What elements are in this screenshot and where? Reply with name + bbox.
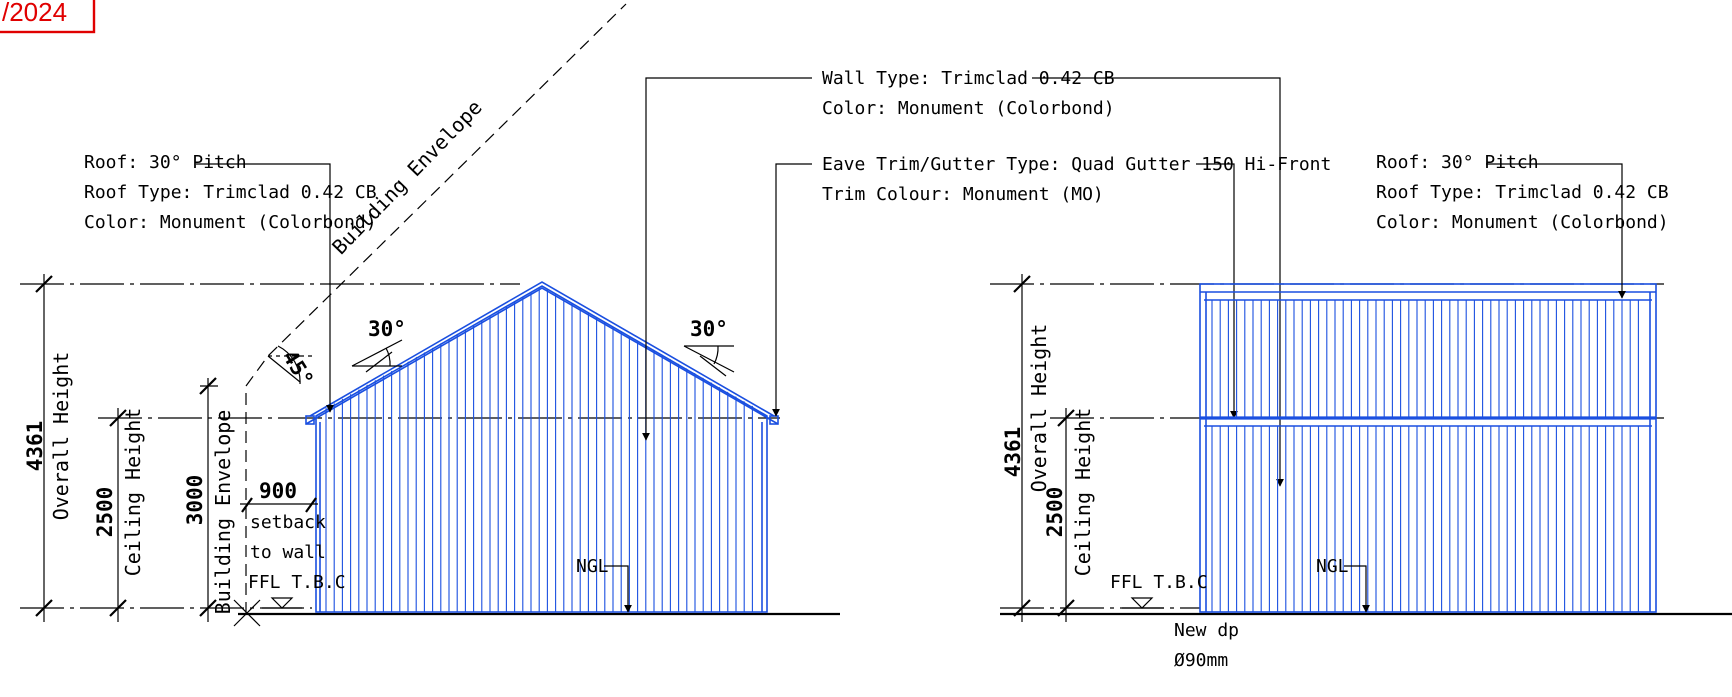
left-ngl-label: NGL [576,556,609,577]
left-ceiling-height-label: Ceiling Height [121,408,145,577]
left-setback-label-line1: setback [250,512,326,533]
left-ngl-marker: NGL [576,556,632,613]
left-setback-label-line2: to wall [250,542,326,563]
eave-note-line1: Eave Trim/Gutter Type: Quad Gutter 150 H… [822,154,1331,175]
wall-note-leader-right [1032,77,1284,487]
right-roof-note: Roof: 30° Pitch Roof Type: Trimclad 0.42… [1376,152,1669,299]
left-ceiling-height-dimension: 2500 Ceiling Height [93,408,145,622]
wall-note-line2: Color: Monument (Colorbond) [822,98,1115,119]
right-ngl-label: NGL [1316,556,1349,577]
downpipe-label-line2: Ø90mm [1174,650,1228,671]
eave-trim-note: Eave Trim/Gutter Type: Quad Gutter 150 H… [772,154,1331,419]
left-roof-note: Roof: 30° Pitch Roof Type: Trimclad 0.42… [84,152,377,413]
right-ffl-label: FFL T.B.C [1110,572,1208,593]
left-ffl-marker: FFL T.B.C [248,572,346,609]
right-roof-note-leader [1486,163,1626,299]
right-roof-note-line1: Roof: 30° Pitch [1376,152,1539,173]
left-envelope-height-label: Building Envelope [211,410,235,615]
wall-note-leader-left [642,77,812,441]
left-roof-angle-right-label: 30° [690,317,728,341]
left-roof-note-line1: Roof: 30° Pitch [84,152,247,173]
building-envelope-diagonal-label: Building Envelope [327,95,486,259]
right-ceiling-height-label: Ceiling Height [1071,408,1095,577]
envelope-45-degree-marker: 45° [267,345,318,391]
eave-note-leader-left [772,163,812,417]
left-ceiling-height-value: 2500 [93,487,117,538]
left-overall-height-label: Overall Height [49,352,73,521]
date-stamp: /2024 [0,0,96,34]
left-setback-value: 900 [259,479,297,503]
left-roof-angle-left-marker: 30° [351,317,406,373]
left-overall-height-value: 4361 [23,421,47,472]
right-elevation: 4361 Overall Height 2500 Ceiling Height … [990,152,1732,671]
wall-note-line1: Wall Type: Trimclad 0.42 CB [822,68,1115,89]
date-stamp-text: /2024 [2,0,67,27]
right-ffl-marker: FFL T.B.C [1110,572,1208,609]
right-ceiling-height-dimension: 2500 Ceiling Height [1043,408,1095,622]
left-envelope-height-dimension: 3000 Building Envelope [183,377,235,622]
right-roof-note-line3: Color: Monument (Colorbond) [1376,212,1669,233]
envelope-origin-cross [233,599,261,627]
left-setback-dimension: 900 setback to wall [240,479,326,563]
right-side-wall [1199,283,1657,613]
building-envelope-line [245,3,627,614]
left-overall-height-dimension: 4361 Overall Height [23,274,73,622]
left-ffl-label: FFL T.B.C [248,572,346,593]
right-roof-note-line2: Roof Type: Trimclad 0.42 CB [1376,182,1669,203]
right-overall-height-value: 4361 [1001,427,1025,478]
left-roof-note-leader [196,163,334,413]
right-overall-height-dimension: 4361 Overall Height [1001,274,1051,622]
wall-type-note: Wall Type: Trimclad 0.42 CB Color: Monum… [642,68,1284,487]
left-envelope-height-value: 3000 [183,475,207,526]
left-roof-note-line3: Color: Monument (Colorbond) [84,212,377,233]
eave-note-line2: Trim Colour: Monument (MO) [822,184,1104,205]
left-elevation: 4361 Overall Height 2500 Ceiling Height … [20,3,840,627]
eave-note-leader-right [1196,163,1238,419]
left-roof-angle-right-marker: 30° [683,317,735,377]
right-ngl-marker: NGL [1316,556,1370,613]
left-roof-angle-left-label: 30° [368,317,406,341]
downpipe-label-line1: New dp [1174,620,1239,641]
right-ceiling-height-value: 2500 [1043,487,1067,538]
right-downpipe-note: New dp Ø90mm [1174,620,1239,671]
right-overall-height-label: Overall Height [1027,324,1051,493]
left-roof-note-line2: Roof Type: Trimclad 0.42 CB [84,182,377,203]
